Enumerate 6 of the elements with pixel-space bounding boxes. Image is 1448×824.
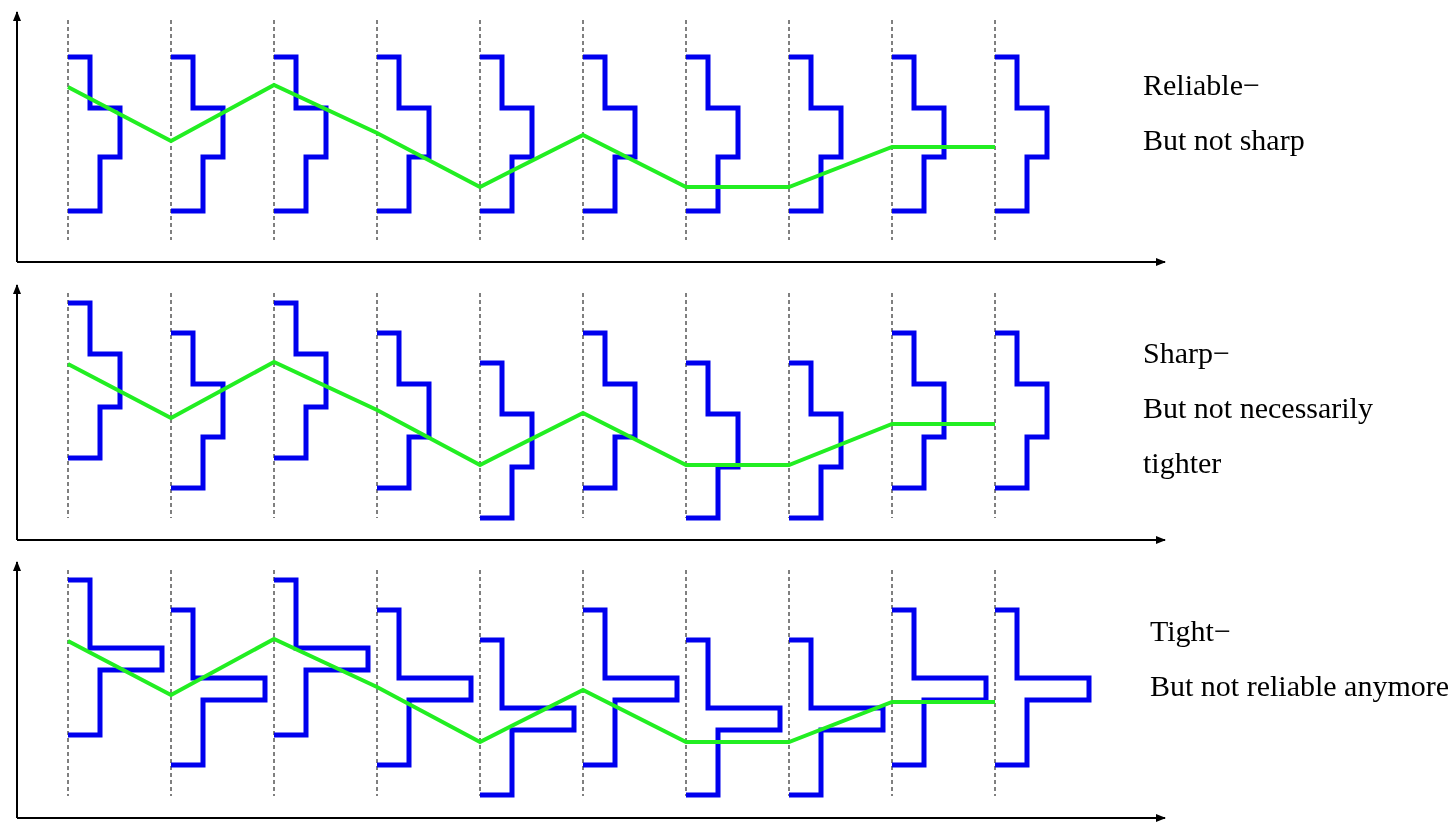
panel-description: But not necessarily tighter	[1143, 390, 1374, 481]
panel-heading: Sharp−	[1143, 335, 1230, 371]
panel-heading: Reliable−	[1143, 67, 1260, 103]
panel-heading: Tight−	[1150, 613, 1231, 649]
panel-description: But not reliable anymore	[1150, 668, 1448, 704]
panel-description: But not sharp	[1143, 122, 1306, 158]
